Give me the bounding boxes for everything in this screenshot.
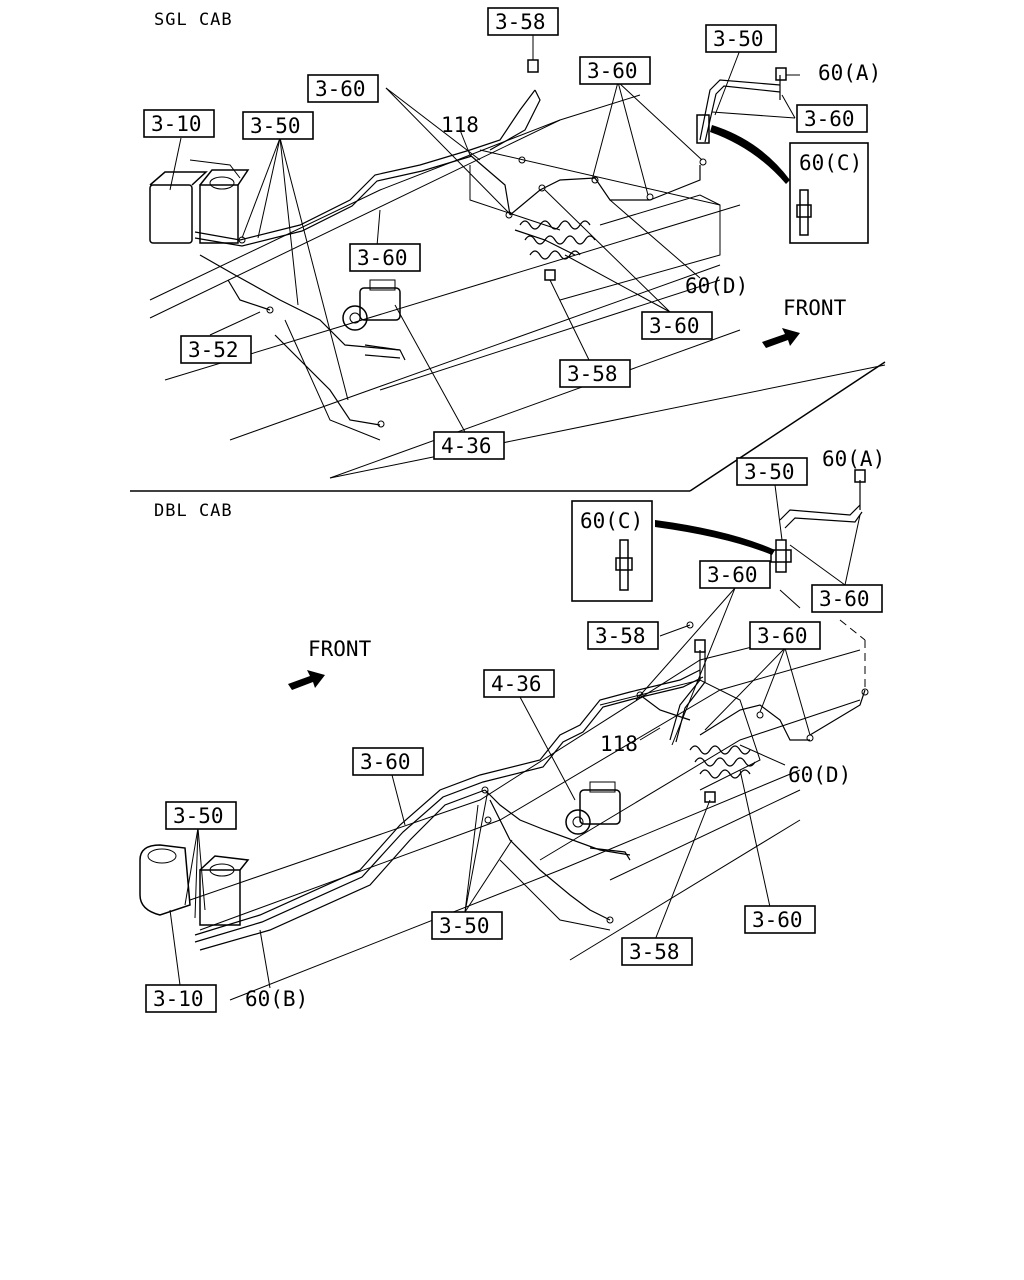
load-sensing-valve bbox=[342, 279, 406, 361]
sgl-callout-3-60-a: 3-60 bbox=[804, 107, 855, 131]
dbl-label-60c: 60(C) bbox=[580, 509, 643, 533]
dbl-brake-pipes bbox=[194, 480, 866, 951]
sgl-callout-3-58-top: 3-58 bbox=[495, 10, 546, 34]
dbl-callout-4-36: 4-36 bbox=[491, 672, 542, 696]
sgl-front-indicator: FRONT bbox=[762, 296, 847, 348]
section-title-sgl: SGL CAB bbox=[154, 10, 233, 30]
master-cylinder-reservoir bbox=[149, 159, 250, 244]
dbl-detail-60c: 60(C) bbox=[571, 500, 775, 602]
dbl-callout-3-50-top: 3-50 bbox=[744, 460, 795, 484]
front-arrow-icon bbox=[762, 328, 800, 348]
dbl-callout-3-50-mid: 3-50 bbox=[439, 914, 490, 938]
dbl-cab-view: DBL CAB bbox=[139, 447, 885, 1013]
sgl-leader-lines bbox=[169, 33, 800, 433]
dbl-front-indicator: FRONT bbox=[288, 637, 372, 690]
sgl-callout-3-60-c: 3-60 bbox=[315, 77, 366, 101]
dbl-master-cylinder-reservoir bbox=[139, 844, 250, 926]
sgl-callout-3-58-bottom: 3-58 bbox=[567, 362, 618, 386]
dbl-front-label: FRONT bbox=[308, 637, 372, 661]
sgl-callout-4-36: 4-36 bbox=[441, 434, 492, 458]
sgl-callout-3-10: 3-10 bbox=[151, 112, 202, 136]
dbl-leader-lines bbox=[169, 484, 866, 989]
dbl-callout-118: 118 bbox=[600, 732, 638, 756]
sgl-callout-118: 118 bbox=[441, 113, 479, 137]
dbl-callouts: 3-50 60(A) 3-60 3-60 3-58 3-60 4-36 118 … bbox=[145, 447, 885, 1013]
sgl-label-60c: 60(C) bbox=[799, 151, 862, 175]
dbl-fittings bbox=[481, 469, 869, 924]
dbl-callout-3-60-e: 3-60 bbox=[752, 908, 803, 932]
sgl-callout-3-50-top: 3-50 bbox=[713, 27, 764, 51]
dbl-callout-3-58-b: 3-58 bbox=[629, 940, 680, 964]
dbl-callout-3-60-d: 3-60 bbox=[360, 750, 411, 774]
section-divider bbox=[130, 361, 886, 492]
section-title-dbl: DBL CAB bbox=[154, 501, 233, 521]
dbl-callout-3-60-a: 3-60 bbox=[707, 563, 758, 587]
sgl-callout-3-52: 3-52 bbox=[188, 338, 239, 362]
sgl-callout-3-50-left: 3-50 bbox=[250, 114, 301, 138]
dbl-callout-3-60-b: 3-60 bbox=[819, 587, 870, 611]
sgl-callout-60d: 60(D) bbox=[685, 274, 748, 298]
dbl-callout-3-58-a: 3-58 bbox=[595, 624, 646, 648]
sgl-cab-view: SGL CAB bbox=[143, 7, 881, 479]
sgl-callout-60a: 60(A) bbox=[818, 61, 881, 85]
dbl-callout-60d: 60(D) bbox=[788, 763, 851, 787]
sgl-callouts: 3-58 3-50 60(A) 3-60 3-60 3-60 118 3-10 … bbox=[143, 7, 881, 460]
sgl-front-label: FRONT bbox=[783, 296, 847, 320]
sgl-callout-3-60-b: 3-60 bbox=[587, 59, 638, 83]
dbl-callout-60a: 60(A) bbox=[822, 447, 885, 471]
sgl-brake-pipes bbox=[194, 75, 781, 426]
dbl-callout-3-60-c: 3-60 bbox=[757, 624, 808, 648]
sgl-fittings bbox=[238, 59, 787, 428]
front-arrow-icon bbox=[288, 670, 325, 690]
dbl-load-sensing-valve bbox=[565, 781, 631, 861]
dbl-callout-3-10: 3-10 bbox=[153, 987, 204, 1011]
sgl-callout-3-60-e: 3-60 bbox=[649, 314, 700, 338]
sgl-frame bbox=[149, 94, 741, 479]
sgl-callout-3-60-d: 3-60 bbox=[357, 246, 408, 270]
sgl-coils bbox=[519, 220, 596, 260]
dbl-callout-60b: 60(B) bbox=[245, 987, 308, 1011]
sgl-detail-60c: 60(C) bbox=[710, 125, 869, 244]
dbl-callout-3-50-left: 3-50 bbox=[173, 804, 224, 828]
